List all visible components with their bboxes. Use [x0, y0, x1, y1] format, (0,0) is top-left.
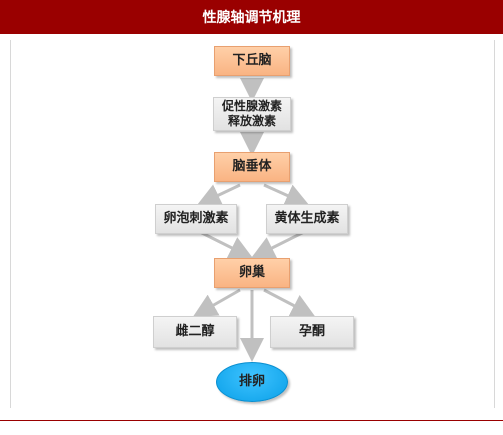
node-fsh-label: 卵泡刺激素	[163, 211, 229, 226]
node-ovulation: 排卵	[216, 362, 288, 402]
node-estradiol-label: 雌二醇	[175, 324, 215, 339]
node-pituitary-label: 脑垂体	[232, 159, 272, 174]
node-progesterone: 孕酮	[270, 316, 354, 348]
arrow-pituitary-to-fsh	[196, 183, 241, 207]
node-ovary-label: 卵巢	[238, 265, 265, 280]
arrow-ovary-to-estradiol	[192, 288, 241, 317]
header-bar: 性腺轴调节机理	[0, 0, 503, 34]
bottom-divider	[0, 420, 503, 421]
node-gnrh-label-line1: 促性腺激素	[221, 99, 282, 113]
node-hypothalamus: 下丘脑	[214, 46, 290, 76]
node-fsh: 卵泡刺激素	[155, 204, 237, 234]
node-gnrh-label-line2: 释放激素	[227, 114, 276, 128]
node-gnrh: 促性腺激素 释放激素	[213, 97, 291, 131]
node-lh: 黄体生成素	[266, 204, 348, 234]
arrow-pituitary-to-lh	[263, 183, 310, 207]
node-lh-label: 黄体生成素	[274, 211, 340, 226]
node-progesterone-label: 孕酮	[298, 324, 325, 339]
arrow-ovary-to-progesterone	[263, 288, 316, 317]
node-ovary: 卵巢	[214, 258, 290, 288]
node-pituitary: 脑垂体	[214, 152, 290, 182]
node-estradiol: 雌二醇	[153, 316, 237, 348]
diagram-title: 性腺轴调节机理	[202, 10, 301, 26]
arrow-lh-to-ovary	[250, 230, 305, 259]
arrow-fsh-to-ovary	[199, 230, 254, 259]
node-ovulation-label: 排卵	[238, 374, 265, 389]
diagram-panel	[10, 40, 495, 408]
node-hypothalamus-label: 下丘脑	[232, 53, 272, 68]
